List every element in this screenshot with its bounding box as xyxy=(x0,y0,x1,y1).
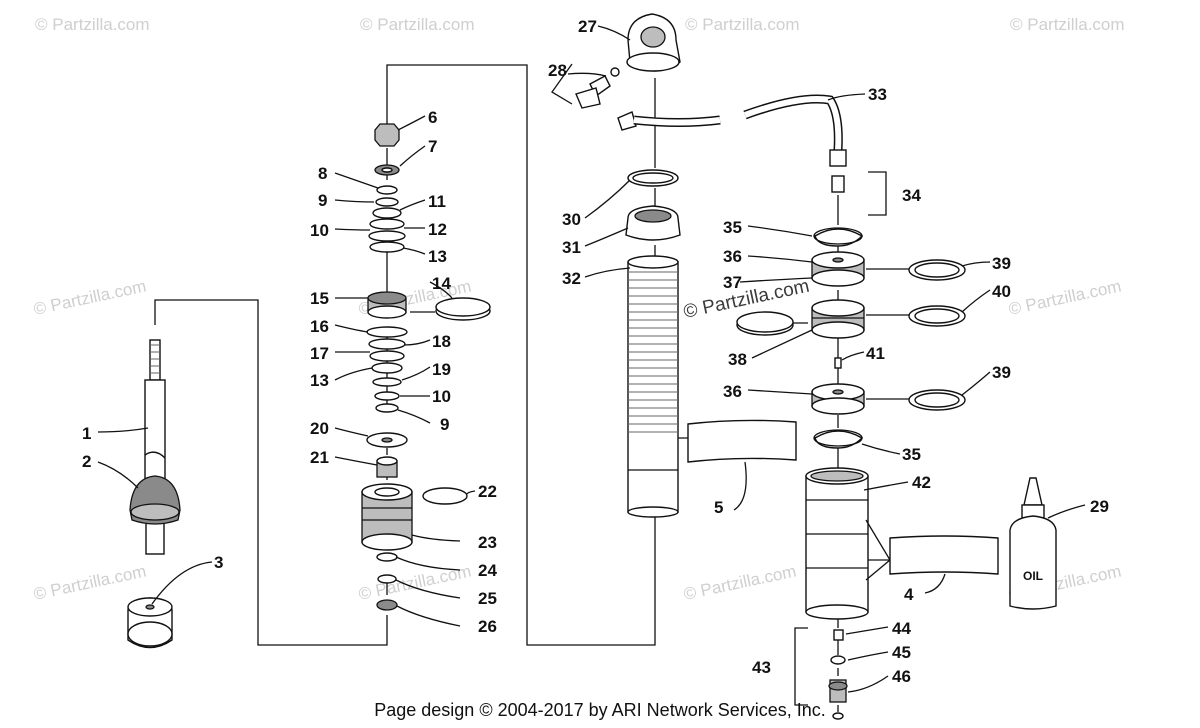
callout-35: 35 xyxy=(723,218,742,237)
callout-10: 10 xyxy=(310,221,329,240)
watermark: © Partzilla.com xyxy=(682,562,798,604)
callout-22: 22 xyxy=(478,482,497,501)
watermarks: © Partzilla.com © Partzilla.com © Partzi… xyxy=(32,15,1125,604)
callout-36: 36 xyxy=(723,247,742,266)
callout-5: 5 xyxy=(714,498,723,517)
callout-41: 41 xyxy=(866,344,885,363)
callout-44: 44 xyxy=(892,619,911,638)
callout-17: 17 xyxy=(310,344,329,363)
callout-36b: 36 xyxy=(723,382,742,401)
callout-18: 18 xyxy=(432,332,451,351)
bumper xyxy=(129,475,181,555)
callout-10b: 10 xyxy=(432,387,451,406)
callout-13: 13 xyxy=(428,247,447,266)
callout-11: 11 xyxy=(428,192,446,211)
callout-39b: 39 xyxy=(992,363,1011,382)
callout-12: 12 xyxy=(428,220,447,239)
assembly-lines xyxy=(154,64,910,712)
callout-3: 3 xyxy=(214,553,223,572)
callout-14: 14 xyxy=(432,274,451,293)
callout-38: 38 xyxy=(728,350,747,369)
callout-labels: 1 2 3 4 5 6 7 8 9 10 11 12 13 14 15 16 1… xyxy=(82,17,1109,686)
watermark: © Partzilla.com xyxy=(32,277,148,319)
callout-32: 32 xyxy=(562,269,581,288)
callout-27: 27 xyxy=(578,17,597,36)
callout-16: 16 xyxy=(310,317,329,336)
leader-lines xyxy=(97,25,1086,693)
callout-33: 33 xyxy=(868,85,887,104)
bottom-eye xyxy=(127,597,173,649)
watermark: © Partzilla.com xyxy=(35,15,150,34)
oil-bottle: OIL xyxy=(1009,477,1057,610)
callout-8: 8 xyxy=(318,164,327,183)
reservoir-parts xyxy=(736,227,999,720)
watermark: © Partzilla.com xyxy=(1007,277,1123,319)
callout-28: 28 xyxy=(548,61,567,80)
callout-20: 20 xyxy=(310,419,329,438)
piston-stack xyxy=(361,123,491,611)
callout-19: 19 xyxy=(432,360,451,379)
callout-37: 37 xyxy=(723,273,742,292)
callout-39: 39 xyxy=(992,254,1011,273)
callout-9b: 9 xyxy=(440,415,449,434)
oil-label: OIL xyxy=(1023,569,1043,583)
watermark: © Partzilla.com xyxy=(360,15,475,34)
callout-42: 42 xyxy=(912,473,931,492)
callout-45: 45 xyxy=(892,643,911,662)
callout-43: 43 xyxy=(752,658,771,677)
callout-46: 46 xyxy=(892,667,911,686)
callout-21: 21 xyxy=(310,448,329,467)
callout-9: 9 xyxy=(318,191,327,210)
callout-2: 2 xyxy=(82,452,91,471)
callout-26: 26 xyxy=(478,617,497,636)
shock-body xyxy=(625,169,681,518)
callout-35b: 35 xyxy=(902,445,921,464)
callout-40: 40 xyxy=(992,282,1011,301)
callout-23: 23 xyxy=(478,533,497,552)
callout-34: 34 xyxy=(902,186,921,205)
decal-5 xyxy=(687,419,797,463)
watermark: © Partzilla.com xyxy=(1010,15,1125,34)
callout-25: 25 xyxy=(478,589,497,608)
page-footer: Page design © 2004-2017 by ARI Network S… xyxy=(374,700,826,720)
callout-4: 4 xyxy=(904,585,914,604)
hose xyxy=(617,94,887,216)
shock-head xyxy=(551,13,681,109)
callout-15: 15 xyxy=(310,289,329,308)
callout-24: 24 xyxy=(478,561,497,580)
watermark: © Partzilla.com xyxy=(32,562,148,604)
shock-shaft xyxy=(144,339,166,481)
watermark: © Partzilla.com xyxy=(685,15,800,34)
callout-13b: 13 xyxy=(310,371,329,390)
callout-6: 6 xyxy=(428,108,437,127)
callout-29: 29 xyxy=(1090,497,1109,516)
callout-31: 31 xyxy=(562,238,581,257)
callout-1: 1 xyxy=(82,424,91,443)
callout-30: 30 xyxy=(562,210,581,229)
body-threads xyxy=(628,271,678,433)
callout-7: 7 xyxy=(428,137,437,156)
